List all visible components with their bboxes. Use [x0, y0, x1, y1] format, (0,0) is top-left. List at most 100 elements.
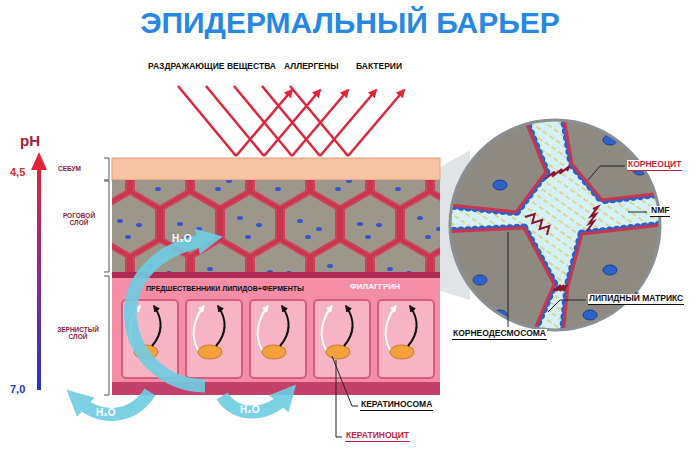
protein-label: ФИЛАГГРИН: [350, 283, 400, 292]
nmf-dot: [395, 187, 401, 191]
corneocyte: [224, 194, 276, 254]
part-label: КЕРАТИНОЦИТ: [345, 431, 410, 442]
lipid-hatch: [440, 110, 680, 350]
nmf-dot: [117, 219, 123, 223]
white-arrow: [386, 306, 396, 350]
nmf-dot: [473, 275, 487, 285]
process-label: ПРЕДШЕСТВЕННИКИ ЛИПИДОВ+ФЕРМЕНТЫ: [146, 285, 304, 293]
nmf-dot: [425, 235, 431, 239]
part-label: КОРНЕОЦИТ: [627, 160, 682, 171]
nmf-dot: [583, 310, 597, 320]
desmosome: [587, 207, 598, 231]
black-arrow: [280, 306, 289, 346]
leader-line: [336, 360, 342, 437]
part-label: NMF: [650, 206, 670, 217]
nmf-dot: [226, 180, 232, 183]
water-arrows: [80, 240, 284, 414]
nmf-dot: [136, 223, 142, 227]
nmf-dot: [245, 235, 251, 239]
leader-line: [628, 212, 647, 213]
nmf-dot: [327, 264, 333, 268]
keratinocyte-row: [122, 300, 434, 378]
white-arrow: [258, 306, 268, 350]
ph-bar: [37, 168, 41, 390]
g: [440, 106, 680, 350]
nmf-dot: [365, 235, 371, 239]
leader-line: [588, 166, 625, 180]
ray-in: [206, 86, 264, 156]
corneocyte: [374, 242, 426, 272]
nmf-dot: [335, 187, 341, 191]
water-label: H₂O: [96, 407, 115, 418]
leader-line: [548, 300, 586, 312]
granular-bottom: [112, 382, 440, 395]
layer-label: СЕБУМ: [58, 165, 81, 172]
nucleus: [198, 345, 222, 359]
nmf-dot: [406, 271, 412, 272]
nmf-dot: [387, 267, 393, 271]
nmf-dot: [376, 223, 382, 227]
corneocyte: [284, 194, 336, 254]
black-arrow: [408, 306, 417, 346]
ray-out: [292, 90, 348, 156]
layer-label: ЗЕРНИСТЫЙ СЛОЙ: [54, 326, 102, 340]
water-label: H₂O: [172, 233, 191, 244]
corneocyte: [344, 194, 396, 254]
axis-title: pH: [20, 133, 40, 150]
axis-value: 7,0: [10, 383, 25, 395]
ray-out: [264, 90, 320, 156]
nmf-dot: [256, 223, 262, 227]
hazard-label: БАКТЕРИИ: [356, 62, 402, 71]
granular-layer-band: ПРЕДШЕСТВЕННИКИ ЛИПИДОВ+ФЕРМЕНТЫ ФИЛАГГРИ…: [112, 278, 440, 298]
bracket: [104, 158, 109, 180]
black-arrow: [344, 306, 353, 346]
black-arrow: [216, 306, 225, 346]
ray-in: [178, 86, 236, 156]
ray-out: [320, 90, 376, 156]
part-label: КЕРАТИНОСОМА: [360, 400, 433, 411]
nucleus: [390, 345, 414, 359]
nmf-dot: [603, 265, 617, 275]
diagram-title: ЭПИДЕРМАЛЬНЫЙ БАРЬЕР: [0, 6, 700, 39]
nmf-dot: [346, 180, 352, 183]
keratinocyte: [378, 300, 434, 378]
zoom-cell: [562, 106, 672, 200]
hazard-label: АЛЛЕРГЕНЫ: [284, 62, 338, 71]
reflected-rays: [178, 86, 404, 156]
white-arrow: [322, 306, 332, 350]
desmosome: [525, 214, 549, 235]
nmf-dot: [623, 305, 637, 315]
zoom-cell: [440, 112, 546, 212]
desmosome: [553, 285, 567, 291]
part-label: ЛИПИДНЫЙ МАТРИКС: [588, 294, 684, 305]
nmf-dot: [207, 267, 213, 271]
part-label: КОРНЕОДЕСМОСОМА: [452, 329, 547, 340]
lipid-dots: [440, 112, 546, 212]
granular-top: [112, 272, 440, 278]
zoom-corneocytes: [440, 106, 672, 345]
nmf-dot: [155, 187, 161, 191]
nmf-dot: [357, 222, 363, 226]
nmf-dot: [177, 222, 183, 226]
water-arrow: [130, 240, 205, 386]
nmf-dot: [275, 187, 281, 191]
leader-line: [508, 232, 509, 327]
ph-arrowhead: [31, 152, 47, 170]
nmf-dot: [316, 227, 322, 231]
nmf-dot: [215, 187, 221, 191]
nmf-dot: [267, 270, 273, 272]
layer-label: РОГОВОЙ СЛОЙ: [56, 212, 102, 226]
nmf-dot: [125, 235, 131, 239]
corneocyte: [404, 194, 440, 254]
hazard-label: РАЗДРАЖАЮЩИЕ ВЕЩЕСТВА: [148, 62, 276, 71]
nmf-dot: [196, 227, 202, 231]
corneocyte: [112, 194, 156, 254]
nucleus: [326, 345, 350, 359]
ray-in: [290, 86, 348, 156]
corneocyte: [254, 242, 306, 272]
black-arrow: [152, 306, 161, 346]
lipid-dots: [562, 106, 672, 200]
water-label: H₂O: [240, 404, 259, 415]
